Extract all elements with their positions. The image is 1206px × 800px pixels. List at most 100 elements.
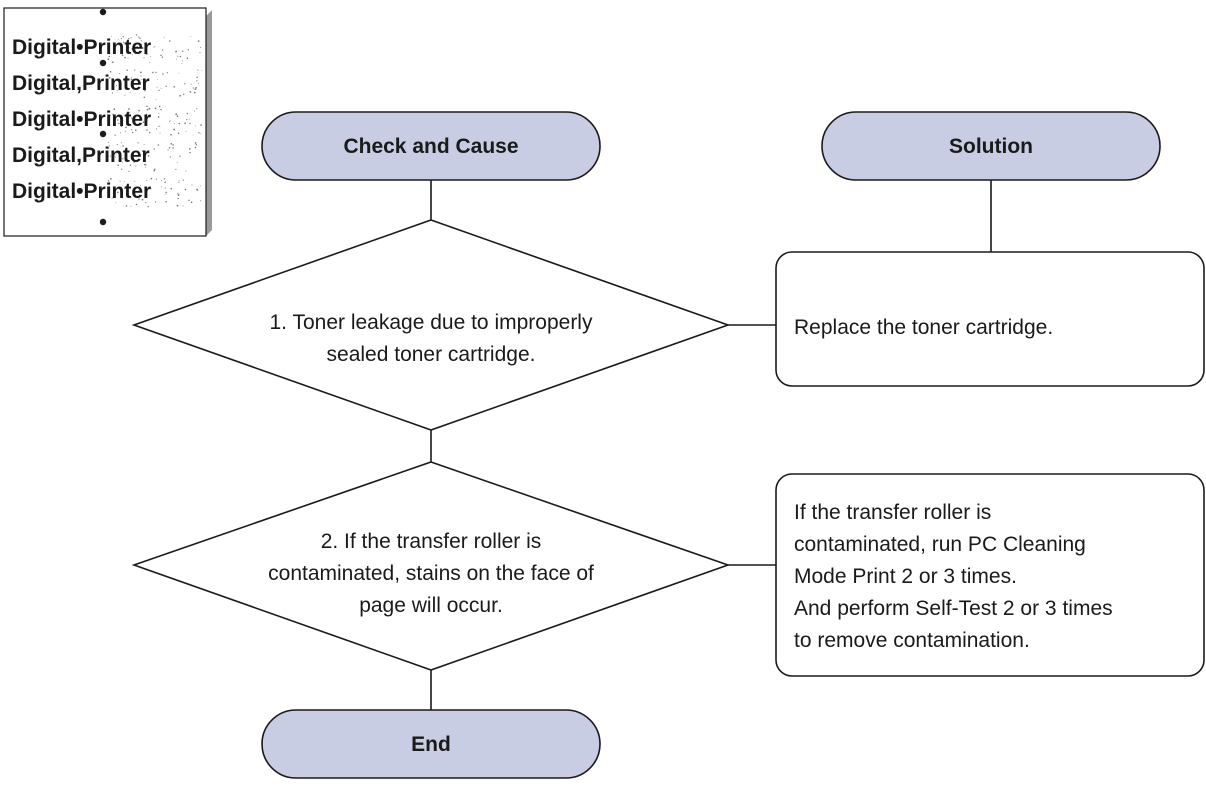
toner-speckle [170, 133, 172, 136]
toner-speckle [200, 124, 202, 126]
toner-speckle [111, 92, 114, 94]
toner-speckle [166, 72, 168, 74]
toner-speckle [133, 161, 136, 163]
step2-solution-box: If the transfer roller is contaminated, … [775, 473, 1205, 677]
decision-diamond [131, 461, 731, 671]
toner-speckle [138, 36, 140, 38]
toner-speckle [165, 191, 167, 194]
toner-speckle [179, 55, 182, 58]
toner-speckle [194, 125, 196, 127]
toner-speckle [146, 108, 149, 111]
toner-speckle [135, 165, 137, 167]
toner-speckle [150, 177, 153, 180]
toner-speckle [168, 147, 171, 149]
toner-dot-icon [99, 218, 107, 226]
toner-speckle [153, 47, 155, 49]
toner-speckle [165, 200, 167, 203]
toner-speckle [151, 72, 154, 74]
toner-speckle [135, 129, 137, 132]
end-label: End [411, 733, 451, 756]
toner-speckle [157, 116, 160, 118]
toner-dot-icon [99, 130, 107, 138]
toner-speckle [130, 78, 133, 81]
toner-speckle [144, 163, 146, 166]
toner-speckle [135, 203, 138, 206]
toner-speckle [169, 120, 171, 122]
toner-speckle [122, 119, 124, 122]
toner-speckle [160, 87, 162, 89]
toner-speckle [128, 117, 130, 119]
toner-speckle [179, 94, 181, 97]
sample-print-line-4: Digital,Printer [12, 144, 150, 167]
toner-speckle [163, 36, 165, 38]
toner-speckle [147, 154, 150, 157]
toner-speckle [150, 56, 152, 58]
toner-speckle [108, 76, 111, 79]
toner-speckle [135, 52, 137, 55]
toner-speckle [145, 113, 148, 116]
toner-speckle [155, 99, 157, 101]
toner-speckle [173, 128, 175, 130]
toner-speckle [154, 168, 156, 170]
toner-speckle [182, 179, 184, 181]
toner-speckle [128, 112, 131, 114]
toner-speckle [109, 115, 111, 117]
toner-speckle [108, 142, 110, 143]
toner-dot-icon [99, 8, 107, 16]
toner-speckle [178, 181, 180, 183]
toner-speckle [139, 54, 141, 56]
toner-speckle [148, 107, 151, 110]
toner-speckle [138, 109, 140, 112]
toner-speckle [187, 49, 190, 51]
toner-speckles [107, 34, 203, 208]
sample-print-line-1: Digital•Printer [12, 36, 151, 59]
toner-speckle [155, 128, 158, 130]
toner-speckle [120, 125, 123, 128]
toner-speckle [189, 148, 191, 149]
toner-speckle [122, 36, 124, 38]
terminal-shape [821, 111, 1161, 181]
toner-speckle [124, 187, 126, 189]
toner-speckle [108, 122, 110, 125]
toner-speckle [160, 180, 162, 182]
step2-check-line-2: contaminated, stains on the face of [268, 562, 594, 585]
toner-speckle [107, 186, 109, 189]
toner-speckle [197, 82, 199, 84]
step2-solution-line-2: contaminated, run PC Cleaning [794, 533, 1086, 556]
toner-speckle [124, 94, 126, 96]
toner-speckle [152, 71, 154, 73]
toner-speckle [164, 187, 166, 189]
toner-speckle [161, 49, 164, 51]
toner-speckle [196, 76, 198, 78]
toner-speckle [146, 105, 148, 108]
toner-speckle [186, 57, 189, 59]
toner-speckle [184, 188, 187, 191]
toner-speckle [115, 153, 117, 155]
toner-speckle [176, 115, 179, 117]
toner-speckle [140, 71, 142, 74]
toner-speckle [175, 50, 177, 53]
sample-print-card: Digital•Printer Digital,Printer Digital•… [3, 7, 212, 237]
toner-speckle [128, 170, 130, 173]
toner-speckle [121, 54, 124, 56]
toner-speckle [141, 198, 144, 201]
toner-speckle [135, 34, 138, 36]
toner-speckle [186, 112, 188, 115]
toner-speckle [114, 134, 116, 136]
toner-speckle [149, 62, 151, 64]
toner-speckle [177, 55, 179, 57]
step1-check-line-1: 1. Toner leakage due to improperly [270, 311, 593, 334]
toner-speckle [107, 58, 110, 61]
toner-speckle [114, 156, 116, 158]
toner-speckle [155, 71, 157, 74]
toner-speckle [107, 147, 110, 149]
toner-speckle [111, 36, 112, 37]
toner-speckle [182, 205, 184, 207]
toner-speckle [124, 56, 126, 59]
toner-speckle [130, 117, 133, 119]
toner-speckle [131, 154, 133, 156]
toner-speckle [133, 87, 134, 89]
toner-speckle [139, 184, 141, 186]
toner-speckle [140, 75, 142, 77]
solution-header: Solution [821, 111, 1161, 181]
